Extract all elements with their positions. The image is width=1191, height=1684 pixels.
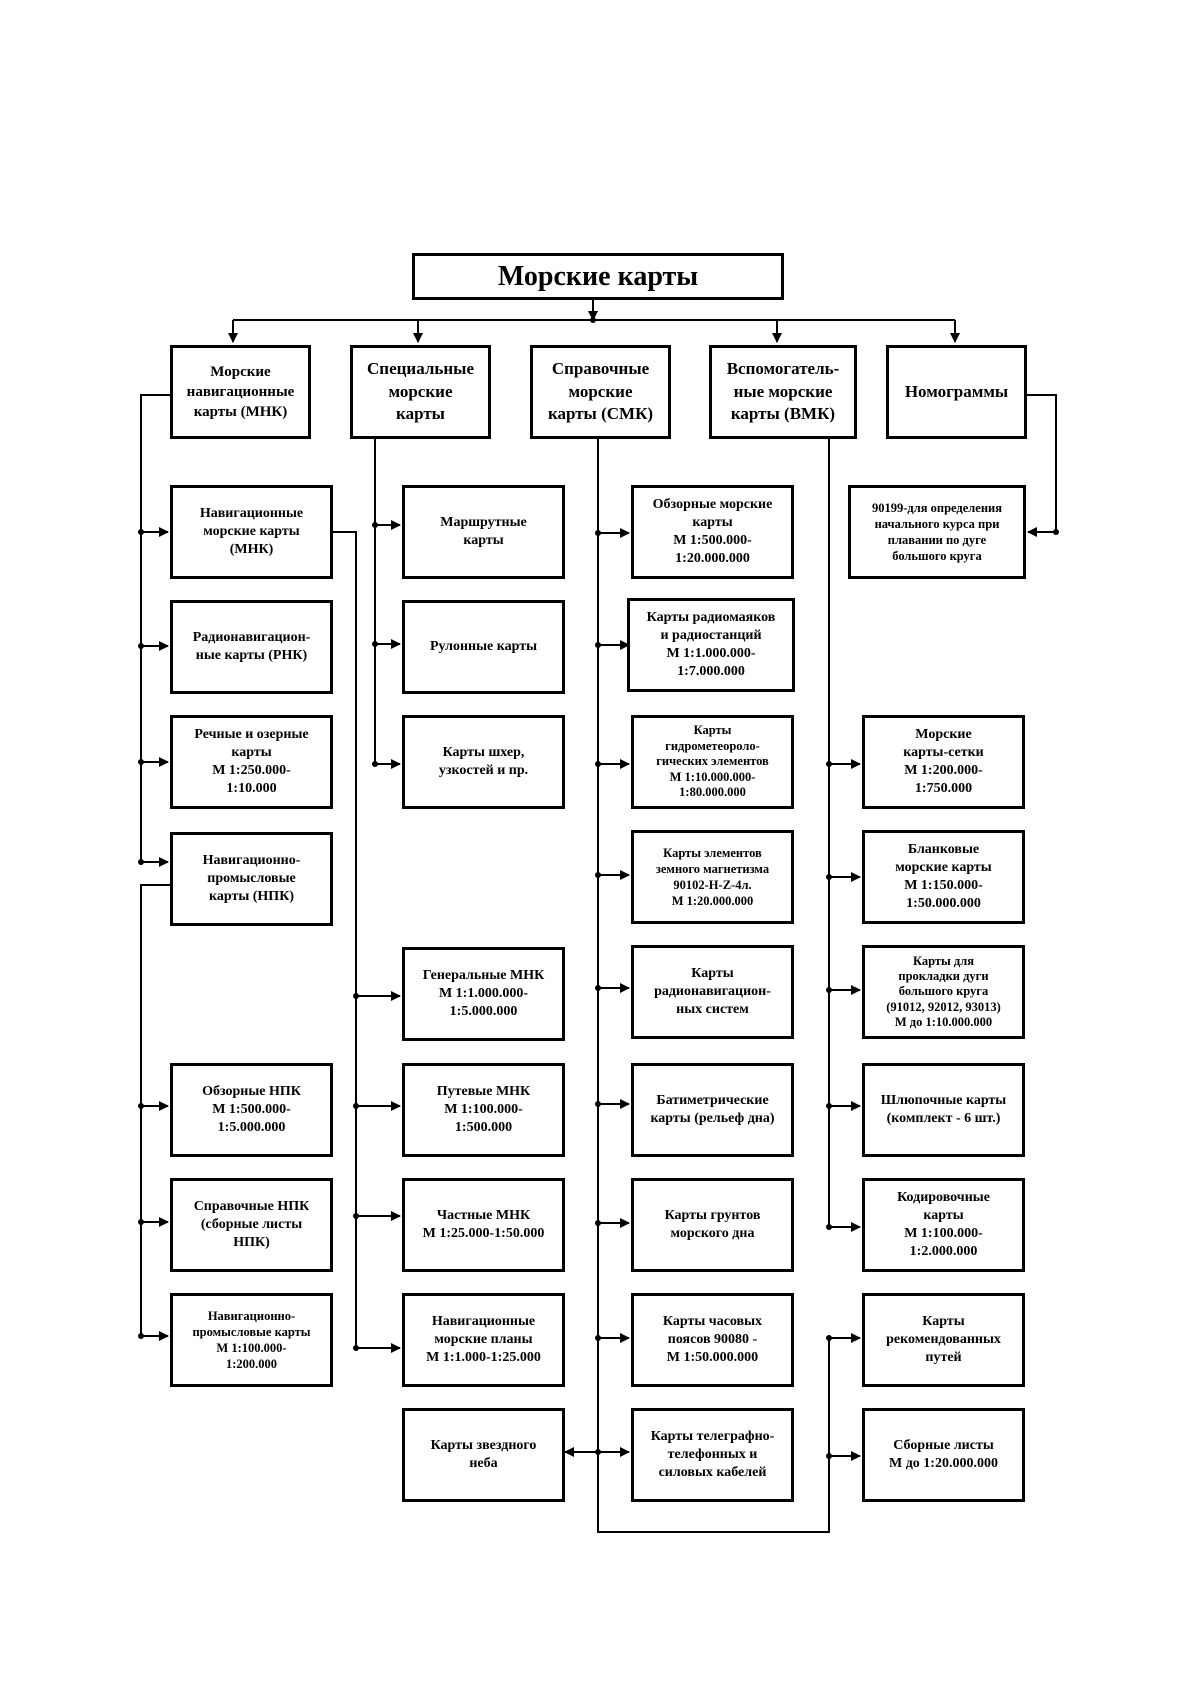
node-nav-mnk: Навигационные морские карты (МНК)	[170, 485, 333, 579]
node-hydromet-charts: Карты гидрометеороло- гических элементов…	[631, 715, 794, 809]
node-review-sea-charts: Обзорные морские карты М 1:500.000- 1:20…	[631, 485, 794, 579]
category-vmk: Вспомогатель- ные морские карты (ВМК)	[709, 345, 857, 439]
node-star-charts: Карты звездного неба	[402, 1408, 565, 1502]
junction-dots	[138, 317, 1059, 1459]
node-great-circle-charts: Карты для прокладки дуги большого круга …	[862, 945, 1025, 1039]
node-route-charts: Маршрутные карты	[402, 485, 565, 579]
node-river-lake: Речные и озерные карты М 1:250.000- 1:10…	[170, 715, 333, 809]
node-bathymetric-charts: Батиметрические карты (рельеф дна)	[631, 1063, 794, 1157]
node-nomogram-90199: 90199-для определения начального курса п…	[848, 485, 1026, 579]
node-magnetism-charts: Карты элементов земного магнетизма 90102…	[631, 830, 794, 924]
node-skerry-charts: Карты шхер, узкостей и пр.	[402, 715, 565, 809]
category-nomograms: Номограммы	[886, 345, 1027, 439]
node-npk-review: Обзорные НПК М 1:500.000- 1:5.000.000	[170, 1063, 333, 1157]
node-boat-charts: Шлюпочные карты (комплект - 6 шт.)	[862, 1063, 1025, 1157]
node-cable-charts: Карты телеграфно- телефонных и силовых к…	[631, 1408, 794, 1502]
node-general-mnk: Генеральные МНК М 1:1.000.000- 1:5.000.0…	[402, 947, 565, 1041]
node-recommended-routes: Карты рекомендованных путей	[862, 1293, 1025, 1387]
node-coding-charts: Кодировочные карты М 1:100.000- 1:2.000.…	[862, 1178, 1025, 1272]
node-index-sheets: Сборные листы М до 1:20.000.000	[862, 1408, 1025, 1502]
node-npk: Навигационно- промысловые карты (НПК)	[170, 832, 333, 926]
category-smk: Справочные морские карты (СМК)	[530, 345, 671, 439]
node-grid-charts: Морские карты-сетки М 1:200.000- 1:750.0…	[862, 715, 1025, 809]
node-npk-reference: Справочные НПК (сборные листы НПК)	[170, 1178, 333, 1272]
node-rnk: Радионавигацион- ные карты (РНК)	[170, 600, 333, 694]
node-npk-nav: Навигационно- промысловые карты М 1:100.…	[170, 1293, 333, 1387]
node-beacon-charts: Карты радиомаяков и радиостанций М 1:1.0…	[627, 598, 795, 692]
node-seabed-soil-charts: Карты грунтов морского дна	[631, 1178, 794, 1272]
node-nav-plans: Навигационные морские планы М 1:1.000-1:…	[402, 1293, 565, 1387]
node-timezone-charts: Карты часовых поясов 90080 - М 1:50.000.…	[631, 1293, 794, 1387]
diagram-title: Морские карты	[412, 253, 784, 300]
node-blank-charts: Бланковые морские карты М 1:150.000- 1:5…	[862, 830, 1025, 924]
node-radionav-systems: Карты радионавигацион- ных систем	[631, 945, 794, 1039]
category-special: Специальные морские карты	[350, 345, 491, 439]
category-mnk: Морские навигационные карты (МНК)	[170, 345, 311, 439]
node-private-mnk: Частные МНК М 1:25.000-1:50.000	[402, 1178, 565, 1272]
node-track-mnk: Путевые МНК М 1:100.000- 1:500.000	[402, 1063, 565, 1157]
node-roll-charts: Рулонные карты	[402, 600, 565, 694]
